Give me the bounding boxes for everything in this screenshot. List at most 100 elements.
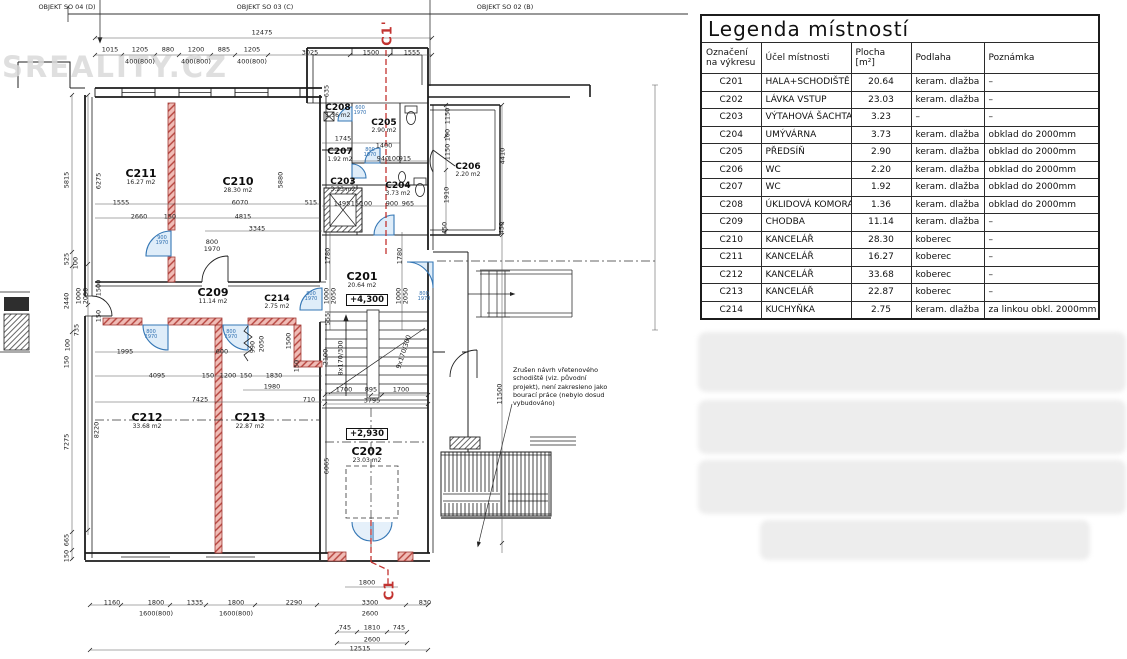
legend-cell-floor: keram. dlažba — [910, 160, 985, 179]
legend-cell-purpose: ÚKLIDOVÁ KOMORA — [760, 195, 852, 214]
legend-cell-note: obklad do 2000mm — [983, 195, 1100, 214]
legend-cell-code: C206 — [700, 160, 762, 179]
legend-cell-note: – — [983, 265, 1100, 284]
legend-cell-area: 11.14 — [850, 213, 912, 232]
exterior-stair — [449, 270, 516, 378]
legend-cell-floor: – — [910, 108, 985, 127]
legend-cell-purpose: VÝTAHOVÁ ŠACHTA — [760, 108, 852, 127]
legend-cell-floor: keram. dlažba — [910, 125, 985, 144]
sreality-watermark: SREALITY.CZ — [2, 50, 229, 84]
legend-cell-area: 28.30 — [850, 230, 912, 249]
adjacent-structures — [0, 61, 85, 353]
legend-cell-floor: keram. dlažba — [910, 178, 985, 197]
staircase — [325, 309, 428, 399]
section-marker-bottom: C1 — [382, 579, 398, 601]
legend-cell-floor: keram. dlažba — [910, 300, 985, 320]
legend-cell-purpose: KANCELÁŘ — [760, 248, 852, 267]
legend-cell-note: obklad do 2000mm — [983, 160, 1100, 179]
legend-cell-floor: keram. dlažba — [910, 143, 985, 162]
legend-header-row: Označení na výkresu Účel místnosti Ploch… — [700, 42, 1100, 74]
legend-cell-purpose: KUCHYŇKA — [760, 300, 852, 320]
legend-cell-code: C210 — [700, 230, 762, 249]
objekt-band-label-so02: OBJEKT SO 02 (B) — [476, 3, 534, 11]
legend-cell-note: – — [983, 108, 1100, 127]
legend-cell-code: C211 — [700, 248, 762, 267]
legend-cell-code: C214 — [700, 300, 762, 320]
legend-cell-floor: koberec — [910, 265, 985, 284]
doors-black — [91, 149, 456, 317]
legend-cell-area: 20.64 — [850, 73, 912, 92]
legend-cell-purpose: WC — [760, 178, 852, 197]
legend-table: Legenda místností Označení na výkresu Úč… — [700, 14, 1100, 320]
legend-cell-code: C205 — [700, 143, 762, 162]
legend-cell-purpose: CHODBA — [760, 213, 852, 232]
legend-cell-floor: koberec — [910, 230, 985, 249]
legend-cell-floor: koberec — [910, 248, 985, 267]
legend-cell-purpose: LÁVKA VSTUP — [760, 90, 852, 109]
balcony-railing — [440, 436, 576, 519]
legend-cell-area: 3.73 — [850, 125, 912, 144]
legend-col-purpose: Účel místnosti — [760, 42, 852, 74]
section-line — [370, 50, 389, 584]
objekt-band-label-so03: OBJEKT SO 03 (C) — [236, 3, 294, 11]
legend-cell-area: 1.36 — [850, 195, 912, 214]
legend-cell-note: – — [983, 73, 1100, 92]
new-masonry-walls — [102, 102, 414, 562]
legend-cell-floor: keram. dlažba — [910, 195, 985, 214]
objekt-band-label-so04: OBJEKT SO 04 (D) — [38, 3, 96, 11]
legend-cell-floor: keram. dlažba — [910, 73, 985, 92]
legend-cell-purpose: PŘEDSÍŇ — [760, 143, 852, 162]
watermark-artifact — [698, 400, 1126, 454]
legend-cell-note: – — [983, 283, 1100, 302]
legend-cell-purpose: WC — [760, 160, 852, 179]
legend-cell-code: C204 — [700, 125, 762, 144]
legend-cell-purpose: KANCELÁŘ — [760, 283, 852, 302]
legend-cell-floor: keram. dlažba — [910, 90, 985, 109]
legend-cell-note: obklad do 2000mm — [983, 143, 1100, 162]
watermark-artifact — [698, 332, 1126, 392]
legend-cell-code: C212 — [700, 265, 762, 284]
note-text: Zrušen návrh vřetenového schodiště (viz.… — [513, 366, 608, 408]
legend-cell-code: C202 — [700, 90, 762, 109]
legend-cell-code: C213 — [700, 283, 762, 302]
legend-cell-area: 2.75 — [850, 300, 912, 320]
section-marker-top: C1' — [380, 20, 396, 46]
legend-cell-code: C203 — [700, 108, 762, 127]
legend-cell-note: za linkou obkl. 2000mm — [983, 300, 1100, 320]
legend-cell-purpose: UMÝVÁRNA — [760, 125, 852, 144]
doors-blue — [142, 106, 434, 542]
floorplan-drawing — [0, 0, 688, 653]
watermark-artifact — [760, 520, 1090, 560]
legend-cell-note: – — [983, 230, 1100, 249]
legend-cell-area: 33.68 — [850, 265, 912, 284]
legend-cell-code: C208 — [700, 195, 762, 214]
legend-cell-area: 3.23 — [850, 108, 912, 127]
legend-cell-floor: koberec — [910, 283, 985, 302]
legend-cell-purpose: KANCELÁŘ — [760, 265, 852, 284]
sanitary-fixtures — [243, 105, 427, 362]
legend-cell-code: C201 — [700, 73, 762, 92]
floor-opening-dashed — [345, 465, 399, 519]
legend-col-area: Plocha [m²] — [850, 42, 912, 74]
legend-cell-area: 23.03 — [850, 90, 912, 109]
note-leader-line — [476, 403, 513, 548]
legend-col-note: Poznámka — [983, 42, 1100, 74]
legend-cell-note: obklad do 2000mm — [983, 178, 1100, 197]
legend-cell-floor: keram. dlažba — [910, 213, 985, 232]
legend-cell-area: 22.87 — [850, 283, 912, 302]
legend-cell-area: 16.27 — [850, 248, 912, 267]
legend-cell-note: obklad do 2000mm — [983, 125, 1100, 144]
